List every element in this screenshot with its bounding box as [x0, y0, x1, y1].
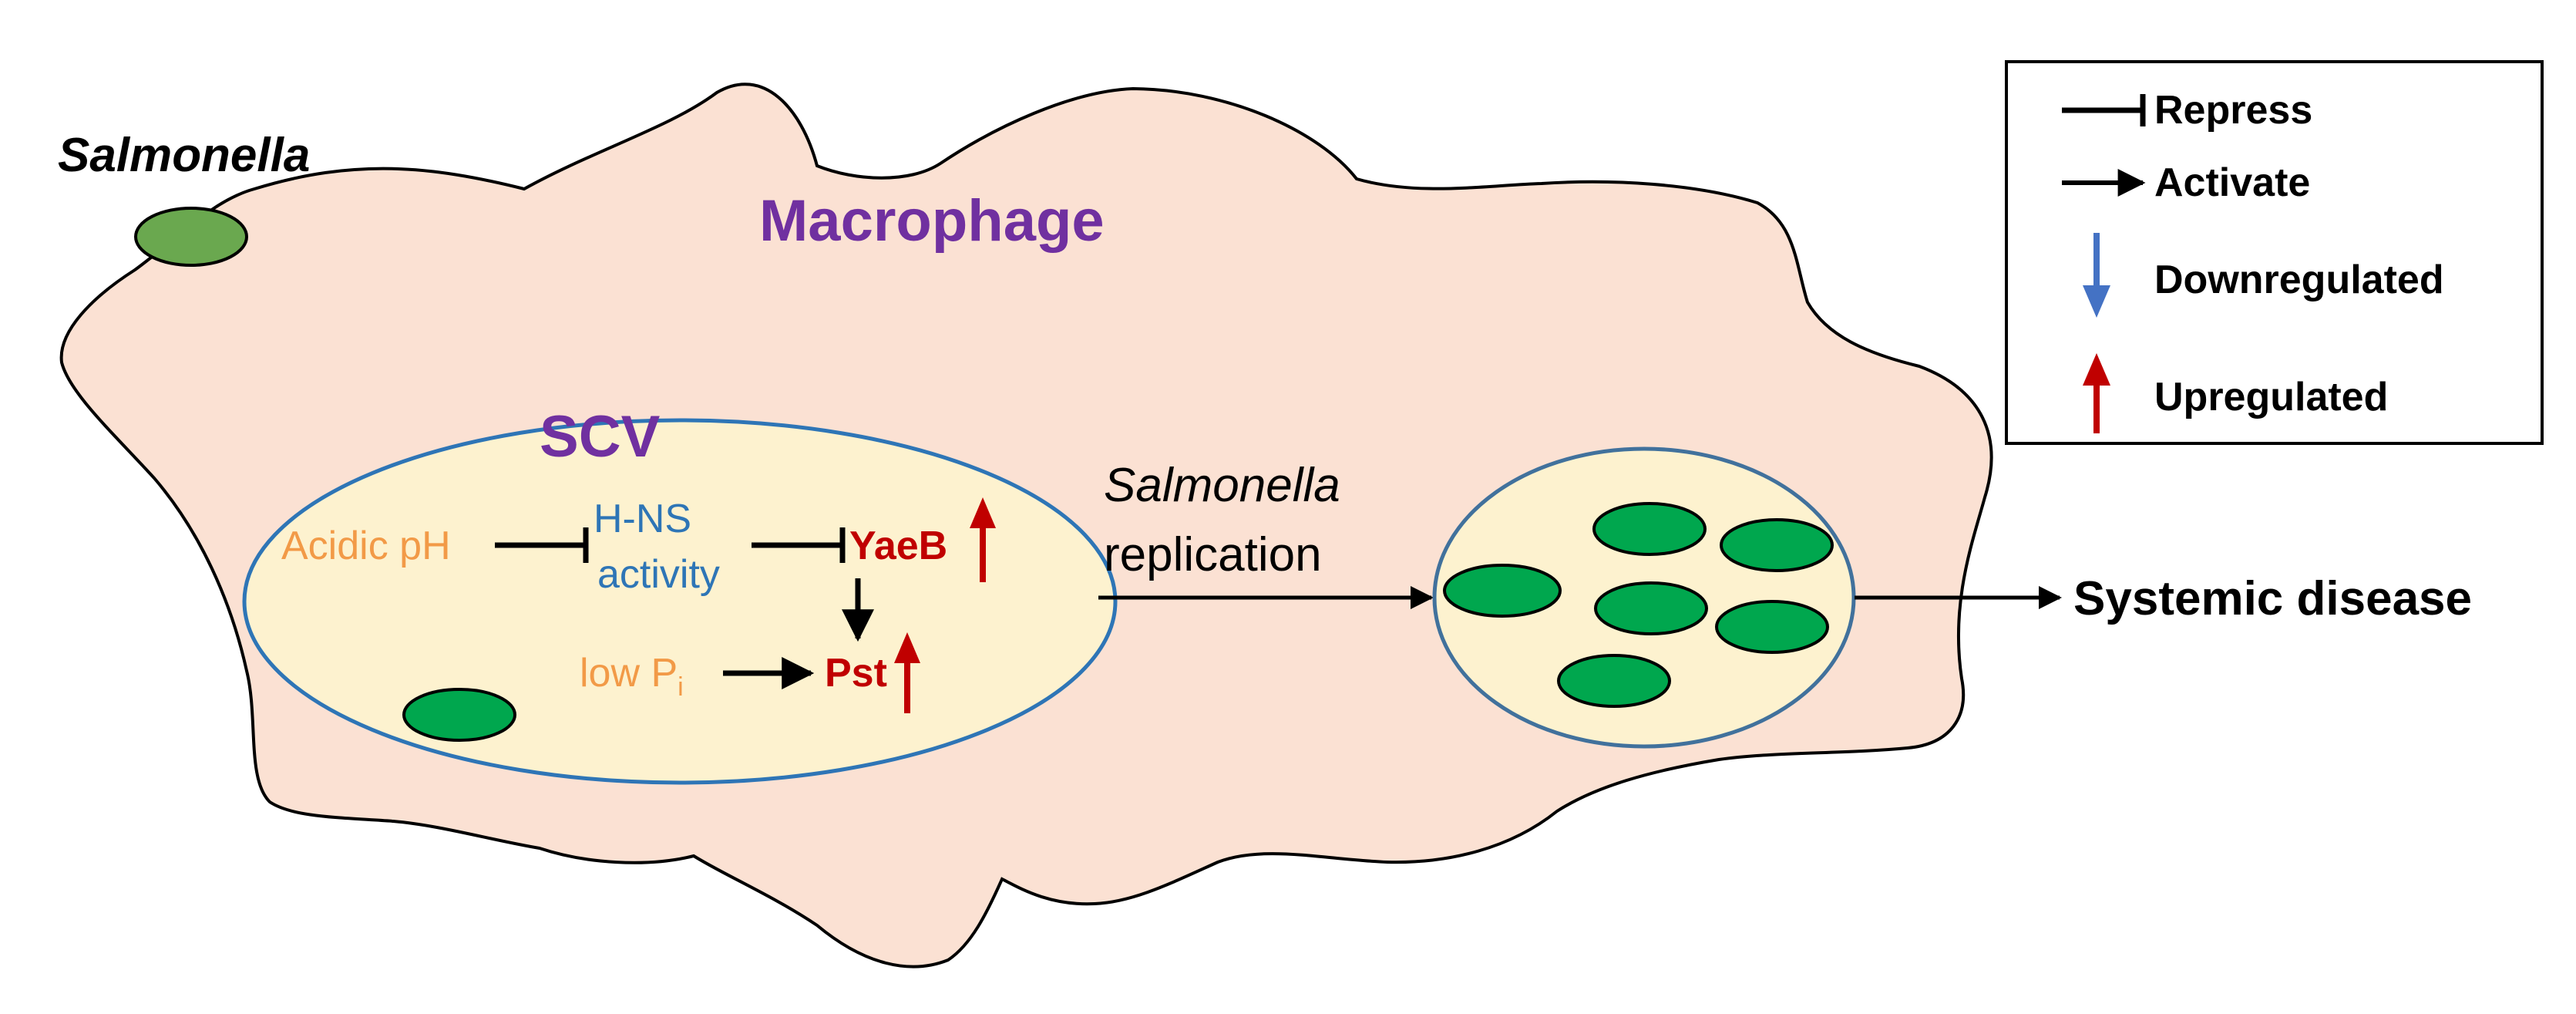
scv-label: SCV	[540, 404, 661, 470]
salmonella-bacterium-5	[1715, 600, 1829, 654]
salmonella-bacterium-6	[1557, 654, 1671, 708]
low-pi-main: low P	[580, 651, 678, 696]
legend-repress-label: Repress	[2154, 88, 2312, 133]
salmonella-bacterium-4	[1594, 581, 1708, 635]
low-pi-subscript: i	[678, 672, 684, 702]
legend-upregulated-arrow-icon	[2083, 353, 2110, 386]
pst-label: Pst	[825, 651, 887, 696]
salmonella-bacterium-2	[1720, 518, 1834, 572]
hns-label: H-NS	[594, 497, 691, 541]
legend-activate-label: Activate	[2154, 160, 2310, 205]
salmonella-outside-label: Salmonella	[58, 129, 310, 182]
pst-upregulated-arrow-icon	[894, 632, 920, 663]
scv-vacuole	[242, 418, 1118, 785]
salmonella-bacterium-1	[1592, 502, 1707, 556]
legend-upregulated-label: Upregulated	[2154, 375, 2388, 419]
systemic-disease-label: Systemic disease	[2073, 572, 2472, 625]
replication-label: replication	[1104, 528, 1322, 581]
hns-activity-label: activity	[597, 552, 720, 597]
macrophage-label: Macrophage	[759, 188, 1105, 254]
legend-downregulated-label: Downregulated	[2154, 258, 2444, 302]
low-pi-label: low Pi	[580, 651, 684, 702]
salmonella-bacterium-scv	[402, 688, 516, 742]
salmonella-bacterium-3	[1443, 564, 1562, 618]
yaeb-upregulated-arrow-icon	[970, 497, 996, 528]
replication-salmonella-label: Salmonella	[1104, 459, 1340, 512]
yaeb-label: YaeB	[849, 524, 947, 568]
salmonella-bacterium-outside	[134, 207, 248, 267]
acidic-ph-label: Acidic pH	[281, 524, 451, 568]
legend-downregulated-arrow-icon	[2083, 285, 2110, 318]
